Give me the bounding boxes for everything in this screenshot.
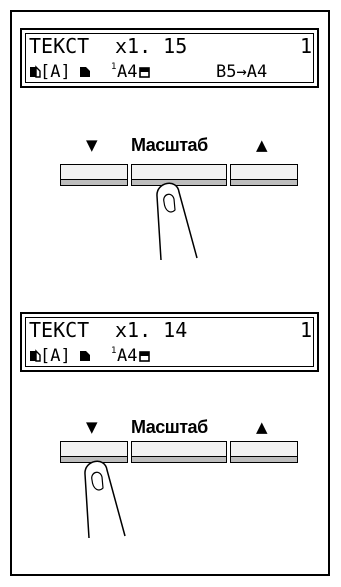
zoom-ratio: x1. 15 bbox=[115, 34, 188, 58]
finger-icon bbox=[156, 182, 198, 261]
paper-size: A4 bbox=[117, 62, 138, 82]
mode-text: ТЕКСТ bbox=[29, 318, 90, 342]
up-arrow-label: ▲ bbox=[256, 136, 268, 154]
paper-orientation-icon bbox=[139, 67, 150, 78]
copy-count: 1 bbox=[300, 34, 313, 58]
original-mark: [A] bbox=[40, 346, 71, 366]
duplex-icon bbox=[80, 67, 90, 77]
zoom-key[interactable] bbox=[131, 441, 227, 463]
copy-count: 1 bbox=[300, 318, 313, 342]
up-key[interactable] bbox=[230, 441, 298, 463]
up-key[interactable] bbox=[230, 164, 298, 186]
finger-icon bbox=[84, 460, 126, 539]
down-arrow-label: ▼ bbox=[86, 418, 98, 436]
paper-tray-number: 1 bbox=[111, 62, 117, 72]
lcd-inner-border-1 bbox=[25, 33, 314, 83]
down-arrow-label: ▼ bbox=[86, 136, 98, 154]
lcd-inner-border-2 bbox=[25, 317, 314, 367]
illustration-frame bbox=[10, 10, 330, 576]
original-mark: [A] bbox=[40, 62, 71, 82]
lcd-display-2: ТЕКСТ x1. 14 1 [A] 1 A4 bbox=[20, 312, 319, 372]
duplex-icon bbox=[80, 351, 90, 361]
up-arrow-label: ▲ bbox=[256, 418, 268, 436]
original-orientation-icon bbox=[30, 349, 41, 362]
zoom-key-label: Масштаб bbox=[131, 135, 208, 155]
zoom-key[interactable] bbox=[131, 164, 227, 186]
zoom-ratio: x1. 14 bbox=[115, 318, 188, 342]
zoom-preset: B5→A4 bbox=[216, 62, 268, 82]
zoom-key-label: Масштаб bbox=[131, 417, 208, 437]
down-key[interactable] bbox=[60, 164, 128, 186]
paper-size: A4 bbox=[117, 346, 138, 366]
paper-tray-number: 1 bbox=[111, 346, 117, 356]
lcd-display-1: ТЕКСТ x1. 15 1 [A] 1 A4 B5→A4 bbox=[20, 28, 319, 88]
paper-orientation-icon bbox=[139, 351, 150, 362]
original-orientation-icon bbox=[30, 65, 41, 78]
mode-text: ТЕКСТ bbox=[29, 34, 90, 58]
